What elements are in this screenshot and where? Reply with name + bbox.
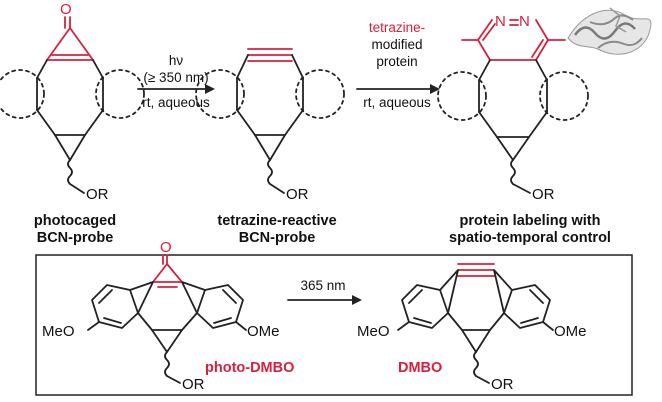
protein-ribbon-icon bbox=[567, 7, 652, 55]
methoxy-label-right: OMe bbox=[247, 323, 280, 340]
condition-hv: hν bbox=[169, 53, 184, 68]
condition-tetrazine: tetrazine- bbox=[369, 20, 425, 35]
condition-protein: protein bbox=[376, 54, 417, 69]
condition-365nm: 365 nm bbox=[300, 278, 345, 293]
condition-modified: modified bbox=[371, 37, 422, 52]
compound-name-reactive-line1: tetrazine-reactive bbox=[217, 213, 336, 229]
reaction-arrow-1 bbox=[137, 84, 215, 94]
condition-wavelength: (≥ 350 nm) bbox=[143, 70, 208, 85]
reaction-arrow-365nm bbox=[287, 295, 362, 305]
compound-name-photocaged-line2: BCN-probe bbox=[37, 230, 114, 246]
compound-dmbo: OR MeO OMe bbox=[357, 263, 587, 393]
substituent-or-label: OR bbox=[182, 376, 205, 393]
substituent-or-label: OR bbox=[286, 186, 309, 203]
methoxy-label-left: MeO bbox=[357, 323, 390, 340]
compound-name-photo-dmbo: photo-DMBO bbox=[205, 360, 294, 376]
nitrogen-label-1: N bbox=[495, 13, 506, 30]
dmbo-scheme-box bbox=[35, 254, 633, 396]
compound-name-labeled-line2: spatio-temporal control bbox=[449, 230, 611, 246]
substituent-or-label: OR bbox=[491, 376, 514, 393]
compound-name-labeled-line1: protein labeling with bbox=[460, 213, 601, 229]
compound-name-photocaged-line1: photocaged bbox=[34, 213, 116, 229]
compound-tetrazine-reactive-bcn: OR bbox=[195, 48, 345, 203]
nitrogen-label-2: N bbox=[519, 13, 530, 30]
methoxy-label-left: MeO bbox=[42, 323, 75, 340]
compound-photo-dmbo: O OR MeO OMe bbox=[42, 239, 280, 393]
condition-rt-aqueous-2: rt, aqueous bbox=[363, 95, 431, 110]
substituent-or-label: OR bbox=[532, 186, 555, 203]
carbonyl-oxygen-label: O bbox=[60, 1, 72, 18]
methoxy-label-right: OMe bbox=[554, 323, 587, 340]
carbonyl-oxygen-label: O bbox=[160, 239, 172, 256]
compound-photocaged-bcn: O OR bbox=[0, 1, 145, 203]
compound-name-reactive-line2: BCN-probe bbox=[239, 230, 316, 246]
substituent-or-label: OR bbox=[86, 186, 109, 203]
compound-protein-labeled: N N OR bbox=[437, 13, 589, 203]
condition-rt-aqueous-1: rt, aqueous bbox=[142, 95, 210, 110]
reaction-arrow-2 bbox=[356, 84, 440, 94]
compound-name-dmbo: DMBO bbox=[398, 360, 442, 376]
